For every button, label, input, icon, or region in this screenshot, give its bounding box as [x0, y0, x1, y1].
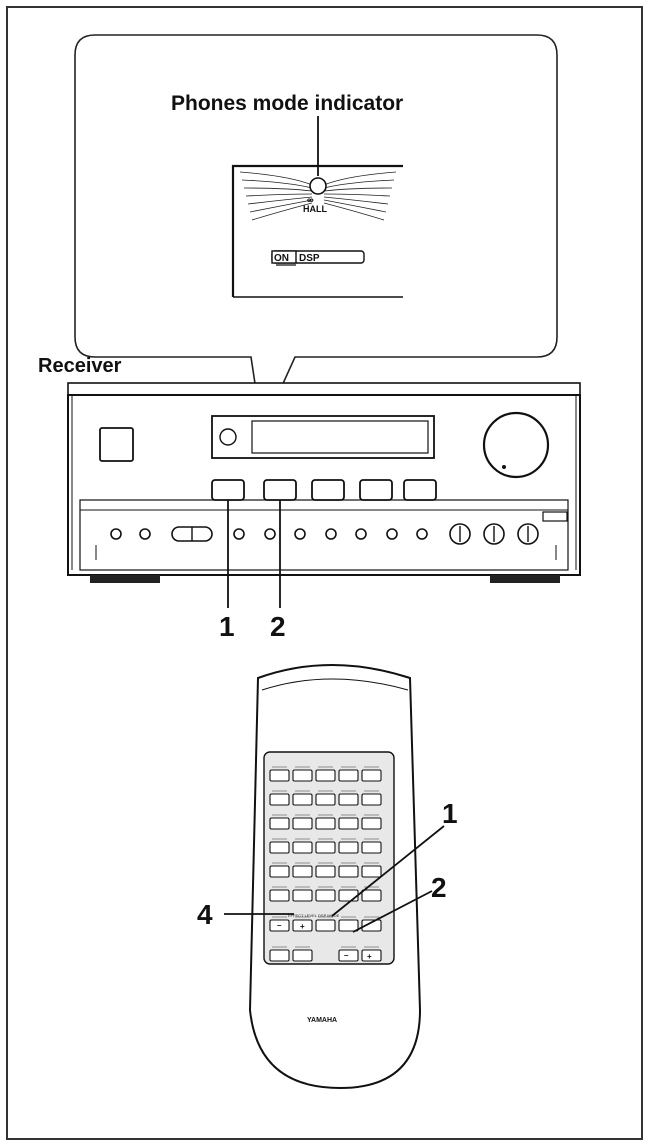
hall-soundfield-graphic [239, 171, 397, 221]
remote-key[interactable] [338, 793, 359, 806]
remote-key[interactable] [315, 793, 336, 806]
remote-key[interactable] [361, 865, 382, 878]
remote-key[interactable] [315, 841, 336, 854]
remote-key[interactable] [292, 817, 313, 830]
effect-level-dsp-mode-label: EFFECT LEVEL DSP MODE [288, 913, 340, 918]
remote-key[interactable] [361, 841, 382, 854]
receiver-step-2: 2 [270, 611, 286, 642]
receiver-label: Receiver [38, 355, 122, 377]
diagram-frame [6, 6, 643, 1140]
receiver-button-2[interactable] [263, 479, 297, 501]
remote-control: – + + – EFFECT LEVEL DSP MODE YAMAHA [248, 664, 422, 1090]
receiver-round-button[interactable] [110, 528, 122, 540]
remote-key[interactable] [269, 769, 290, 782]
remote-key[interactable] [292, 949, 313, 962]
remote-key[interactable] [315, 889, 336, 902]
remote-step-4: 4 [197, 899, 213, 930]
remote-key[interactable] [269, 841, 290, 854]
remote-key[interactable] [292, 841, 313, 854]
phones-mode-indicator-title: Phones mode indicator [171, 92, 403, 115]
plus-icon: + [367, 952, 372, 961]
remote-key[interactable] [315, 865, 336, 878]
remote-key[interactable] [338, 949, 359, 962]
remote-key[interactable] [269, 949, 290, 962]
headphone-glyph-icon: ꝏ [307, 198, 314, 204]
hall-label: HALL [303, 204, 327, 214]
receiver-round-button[interactable] [233, 528, 245, 540]
on-label: ON [274, 253, 289, 264]
receiver-step-1: 1 [219, 611, 235, 642]
remote-step-1: 1 [442, 798, 458, 829]
remote-key[interactable] [338, 769, 359, 782]
remote-key[interactable] [315, 769, 336, 782]
receiver-round-button[interactable] [294, 528, 306, 540]
receiver-foot-right [490, 575, 560, 583]
remote-key[interactable] [315, 919, 336, 932]
remote-key[interactable] [269, 865, 290, 878]
phones-indicator-lamp [309, 177, 327, 195]
remote-keypad-panel [263, 751, 395, 965]
remote-key[interactable] [269, 793, 290, 806]
remote-key[interactable] [292, 889, 313, 902]
receiver-round-button[interactable] [139, 528, 151, 540]
power-button[interactable] [99, 427, 134, 462]
remote-key[interactable] [338, 889, 359, 902]
remote-key[interactable] [292, 919, 313, 932]
minus-icon: – [277, 921, 282, 930]
receiver-round-button[interactable] [386, 528, 398, 540]
remote-step-2: 2 [431, 872, 447, 903]
receiver-foot-left [90, 575, 160, 583]
yamaha-logo: YAMAHA [307, 1017, 337, 1024]
remote-key[interactable] [292, 769, 313, 782]
remote-key[interactable] [315, 817, 336, 830]
remote-key[interactable] [269, 889, 290, 902]
remote-keypad: – + + – [269, 766, 382, 962]
receiver-round-button[interactable] [264, 528, 276, 540]
remote-key[interactable] [361, 817, 382, 830]
remote-key[interactable] [269, 817, 290, 830]
remote-key[interactable] [361, 949, 382, 962]
remote-key[interactable] [361, 889, 382, 902]
remote-key[interactable] [338, 865, 359, 878]
minus-icon: – [344, 951, 349, 960]
receiver-round-button[interactable] [416, 528, 428, 540]
dsp-label: DSP [299, 253, 320, 264]
phones-jack [542, 511, 568, 522]
receiver-button-5[interactable] [403, 479, 437, 501]
receiver-unit [67, 382, 581, 583]
remote-key[interactable] [361, 919, 382, 932]
remote-sensor [219, 428, 237, 446]
remote-key[interactable] [338, 817, 359, 830]
remote-key[interactable] [361, 793, 382, 806]
receiver-round-button[interactable] [325, 528, 337, 540]
remote-key[interactable] [361, 769, 382, 782]
remote-key[interactable] [292, 793, 313, 806]
remote-key[interactable] [269, 919, 290, 932]
volume-knob[interactable] [482, 411, 550, 479]
receiver-button-4[interactable] [359, 479, 393, 501]
plus-icon: + [300, 922, 305, 931]
remote-key[interactable] [338, 841, 359, 854]
display-window-edge [231, 164, 403, 297]
receiver-button-1[interactable] [211, 479, 245, 501]
remote-key[interactable] [338, 919, 359, 932]
receiver-round-button[interactable] [355, 528, 367, 540]
remote-key[interactable] [292, 865, 313, 878]
receiver-button-3[interactable] [311, 479, 345, 501]
